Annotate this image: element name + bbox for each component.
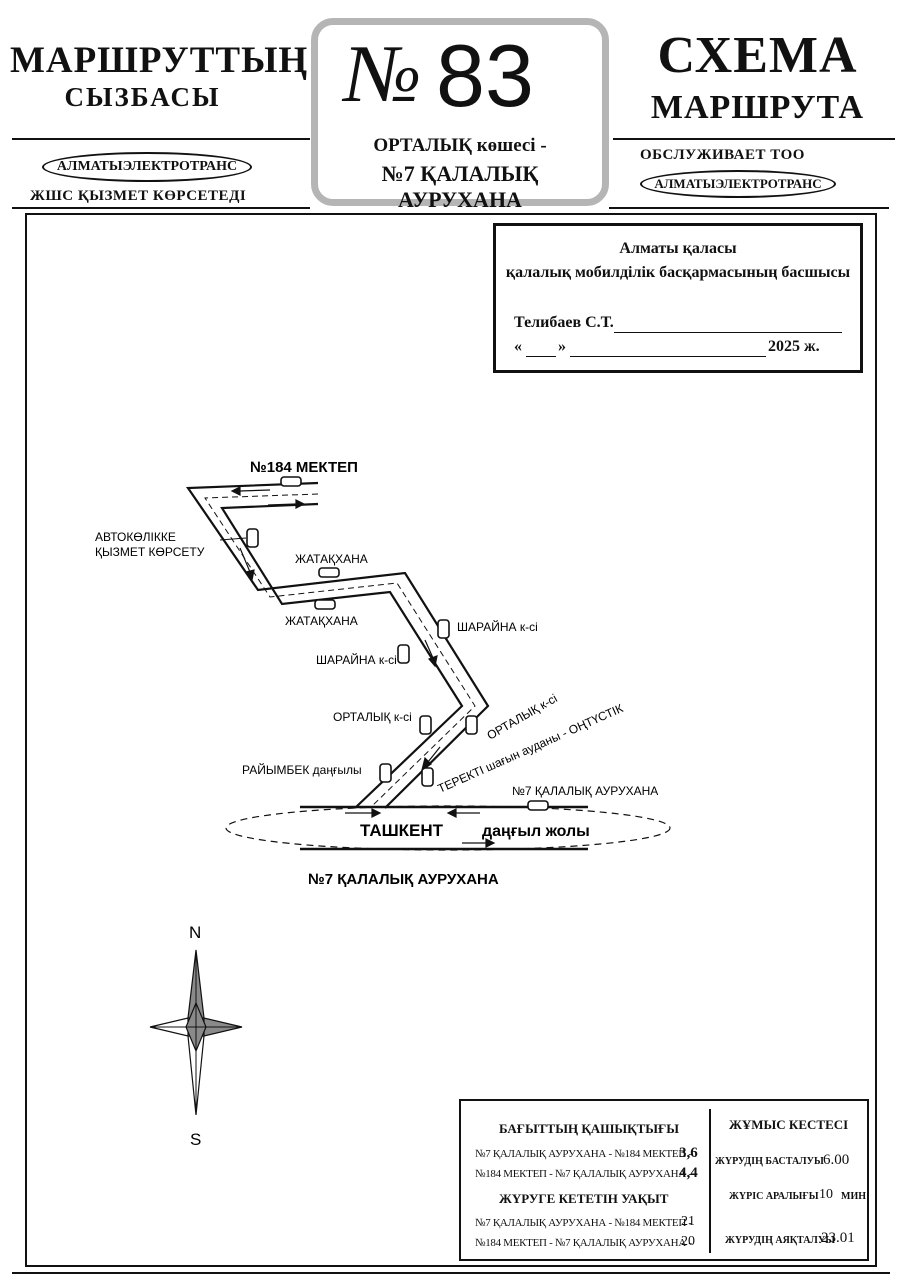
- label-terminal-bottom: №7 ҚАЛАЛЫҚ АУРУХАНА: [308, 871, 499, 888]
- date-month-line: [570, 356, 766, 357]
- date-close: »: [558, 338, 566, 355]
- left-service-text: ЖШС ҚЫЗМЕТ КӨРСЕТЕДІ: [30, 188, 247, 204]
- left-subtitle: СЫЗБАСЫ: [64, 82, 221, 112]
- start-value: 6.00: [823, 1152, 850, 1168]
- label-terminal-top: №184 МЕКТЕП: [250, 459, 358, 476]
- label-sharayna-left: ШАРАЙНА к-сі: [316, 652, 397, 667]
- distance-title: БАҒЫТТЫҢ ҚАШЫҚТЫҒЫ: [499, 1121, 680, 1136]
- label-dorm-bottom: ЖАТАҚХАНА: [285, 614, 358, 628]
- tashkent-ellipse: [225, 805, 671, 851]
- approval-box: Алматы қаласы қалалық мобилділік басқарм…: [493, 223, 863, 373]
- approval-line2: қалалық мобилділік басқармасының басшысы: [505, 264, 851, 281]
- distance-row-2-label: №184 МЕКТЕП - №7 ҚАЛАЛЫҚ АУРУХАНА -: [475, 1168, 692, 1180]
- time-row-2-label: №184 МЕКТЕП - №7 ҚАЛАЛЫҚ АУРУХАНА -: [475, 1237, 692, 1249]
- route-edge-inner: [220, 502, 464, 809]
- signature-line: [614, 332, 842, 333]
- stop-184-school: [280, 476, 302, 487]
- right-subtitle: МАРШРУТА: [650, 89, 865, 126]
- stop-ortalyk-left: [419, 715, 432, 735]
- label-sharayna-right: ШАРАЙНА к-сі: [457, 619, 538, 634]
- street-main-bold: ТАШКЕНТ: [360, 821, 444, 840]
- end-label: ЖҮРУДІҢ АЯҚТАЛУЫ: [725, 1235, 836, 1246]
- route-corridor: [185, 481, 490, 809]
- approval-signatory: Телибаев С.Т.: [514, 314, 614, 331]
- time-row-1-label: №7 ҚАЛАЛЫҚ АУРУХАНА - №184 МЕКТЕП -: [475, 1217, 692, 1229]
- date-day-line: [526, 356, 556, 357]
- label-raiymbek: РАЙЫМБЕК даңғылы: [242, 762, 362, 777]
- route-badge: № 83 ОРТАЛЫҚ көшесі - №7 ҚАЛАЛЫҚ АУРУХАН…: [311, 18, 609, 212]
- stop-raiymbek: [379, 763, 392, 783]
- label-ortalyk-left: ОРТАЛЫҚ к-сі: [333, 710, 412, 724]
- time-title: ЖҮРУГЕ КЕТЕТІН УАҚЫТ: [499, 1191, 669, 1206]
- route-number-sign: №: [344, 28, 422, 119]
- route-number: 83: [436, 26, 534, 125]
- stop-markers: [246, 476, 549, 811]
- stop-auto-service: [246, 528, 259, 548]
- label-hospital-right: №7 ҚАЛАЛЫҚ АУРУХАНА: [512, 784, 658, 798]
- stop-hospital: [527, 800, 549, 811]
- time-row-1-value: 21: [681, 1214, 695, 1229]
- street-main-rest: даңғыл жолы: [482, 823, 590, 840]
- start-label: ЖҮРУДІҢ БАСТАЛУЫ: [715, 1156, 824, 1167]
- approval-line1: Алматы қаласы: [619, 240, 737, 257]
- route-name-line2: №7 ҚАЛАЛЫҚ АУРУХАНА: [381, 161, 539, 212]
- left-operator-badge: АЛМАТЫЭЛЕКТРОТРАНС: [42, 152, 252, 182]
- right-title: СХЕМА: [657, 27, 858, 84]
- compass-s: S: [190, 1130, 201, 1149]
- date-open: «: [514, 338, 522, 355]
- frame-bottom-rule: [12, 1272, 890, 1274]
- compass-icon: N S: [149, 923, 243, 1149]
- info-box: БАҒЫТТЫҢ ҚАШЫҚТЫҒЫ №7 ҚАЛАЛЫҚ АУРУХАНА -…: [459, 1099, 869, 1261]
- right-operator-badge: АЛМАТЫЭЛЕКТРОТРАНС: [640, 170, 836, 198]
- end-value: 23.01: [821, 1230, 855, 1246]
- frame-border: [25, 213, 877, 1267]
- date-year: 2025 ж.: [768, 338, 820, 355]
- label-service-2: ҚЫЗМЕТ КӨРСЕТУ: [95, 545, 205, 559]
- frame-top-left: [12, 207, 310, 209]
- time-row-2-value: 20: [681, 1234, 695, 1249]
- distance-row-1-label: №7 ҚАЛАЛЫҚ АУРУХАНА - №184 МЕКТЕП -: [475, 1148, 692, 1160]
- stop-dorm-bottom: [314, 599, 336, 610]
- label-service-1: АВТОКӨЛІККЕ: [95, 530, 176, 544]
- distance-row-2-value: 4,4: [679, 1165, 698, 1181]
- header-rule-right: [613, 138, 895, 140]
- stop-dorm-top: [318, 567, 340, 578]
- label-dorm-top: ЖАТАҚХАНА: [295, 552, 368, 566]
- distance-row-1-value: 3,6: [679, 1145, 698, 1161]
- left-title: МАРШРУТТЫҢ: [10, 40, 309, 81]
- stop-sharayna-left: [397, 644, 410, 664]
- compass-n: N: [189, 923, 201, 942]
- info-divider: [709, 1109, 711, 1253]
- interval-label: ЖҮРІС АРАЛЫҒЫ: [729, 1191, 819, 1202]
- stop-ortalyk-right: [465, 715, 478, 735]
- service-pointer: [219, 537, 247, 541]
- direction-arrows: [230, 486, 496, 848]
- route-edge-outer: [185, 481, 490, 809]
- route-name-line1: ОРТАЛЫҚ көшесі -: [373, 135, 547, 156]
- schedule-title: ЖҰМЫС КЕСТЕСІ: [729, 1117, 849, 1132]
- stop-sharayna-right: [437, 619, 450, 639]
- frame-top-right: [609, 207, 889, 209]
- right-service-text: ОБСЛУЖИВАЕТ ТОО: [640, 147, 805, 163]
- route-dashed-center: [204, 493, 476, 809]
- stop-tereksi: [421, 767, 434, 787]
- header-rule-left: [12, 138, 310, 140]
- interval-unit: МИН: [841, 1191, 866, 1202]
- interval-value: 10: [819, 1187, 833, 1202]
